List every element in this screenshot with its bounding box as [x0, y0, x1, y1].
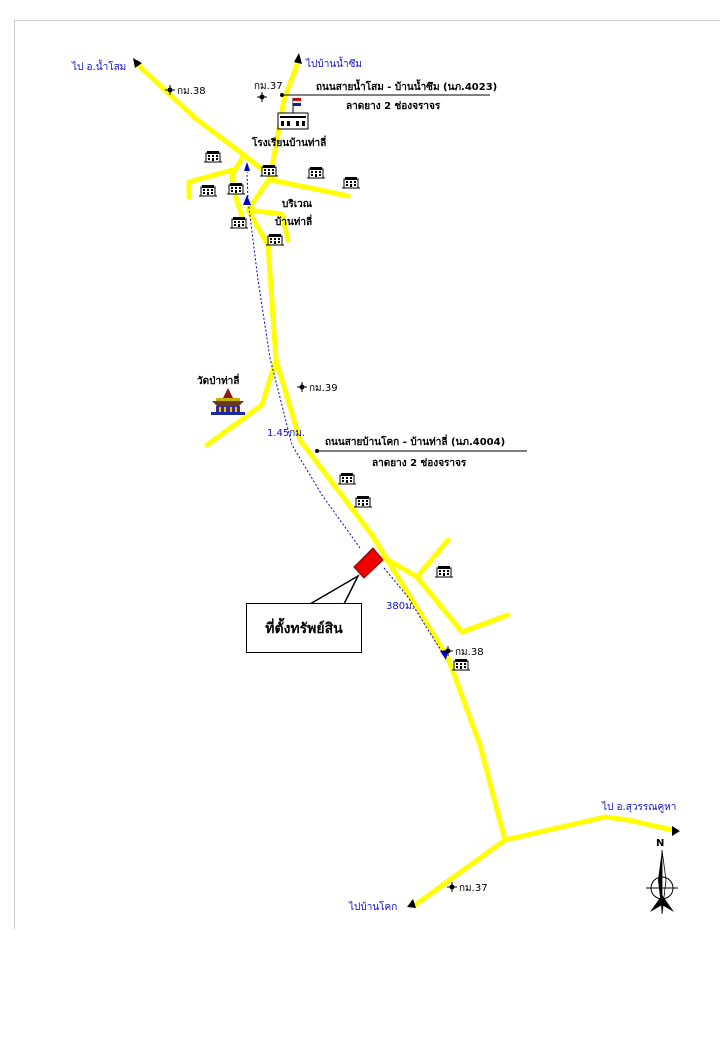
- km37-bottom-label: กม.37: [459, 883, 488, 894]
- arrow-to-namsuem-icon: [294, 53, 302, 64]
- dest-namsuem-label: ไปบ้านน้ำซึม: [305, 56, 362, 70]
- house-icon: [434, 565, 454, 578]
- map-frame: [14, 20, 720, 929]
- property-callout-pointer: [307, 574, 360, 605]
- dest-suwannakhuha-label: ไป อ.สุวรรณคูหา: [601, 801, 676, 813]
- road-temple: [204, 357, 279, 448]
- arrow-to-namsom-icon: [133, 58, 142, 68]
- house-icon: [226, 182, 246, 195]
- km-marker-icon: [256, 91, 268, 103]
- arrow-to-bankhok-icon: [407, 899, 416, 908]
- route-to-km38: [383, 567, 445, 656]
- house-icon: [265, 233, 285, 246]
- road-north-name: ถนนสายน้ำโสม - บ้านน้ำซึม (นภ.4023): [316, 79, 497, 93]
- school-icon: [277, 98, 309, 130]
- km39-label: กม.39: [309, 383, 338, 394]
- road-main-name: ถนนสายบ้านโคก - บ้านท่าลี่ (นภ.4004): [325, 434, 505, 448]
- road-east-branch: [380, 554, 511, 635]
- house-icon: [451, 658, 471, 671]
- property-location-label: ที่ตั้งทรัพย์สิน: [246, 603, 362, 653]
- km37-top-label: กม.37: [254, 81, 283, 92]
- house-icon: [306, 166, 326, 179]
- village-label-line1: บริเวณ: [282, 198, 313, 210]
- km38-top-label: กม.38: [177, 86, 206, 97]
- road-village-south: [245, 207, 291, 243]
- road-north-surface: ลาดยาง 2 ช่องจราจร: [346, 100, 441, 112]
- route-to-village: [246, 171, 361, 549]
- house-icon: [259, 164, 279, 177]
- compass-north-label: N: [656, 838, 664, 849]
- distance-to-village: 1.45กม.: [267, 428, 305, 439]
- dest-bankhok-label: ไปบ้านโคก: [348, 900, 397, 913]
- village-label-line2: บ้านท่าลี่: [275, 214, 312, 228]
- house-icon: [198, 184, 218, 197]
- road-network: [133, 59, 675, 908]
- temple-label: วัดป่าท่าลี่: [197, 373, 239, 387]
- property-marker[interactable]: [353, 547, 384, 579]
- arrow-to-suwannakhuha-icon: [672, 826, 680, 836]
- house-icon: [203, 150, 223, 163]
- compass-icon: [646, 849, 678, 915]
- temple-icon: [211, 388, 245, 415]
- dest-namsom-label: ไป อ.น้ำโสม: [71, 59, 126, 73]
- school-label: โรงเรียนบ้านท่าลี่: [251, 135, 326, 149]
- road-east-branch-2: [414, 537, 451, 580]
- route-arrow-tail: [243, 195, 251, 205]
- distance-to-km38: 380ม.: [386, 601, 415, 612]
- route-arrow-north: [244, 162, 250, 171]
- house-icon: [341, 176, 361, 189]
- road-village-east: [268, 177, 351, 199]
- house-icon: [229, 216, 249, 229]
- km-marker-icon: [296, 381, 308, 393]
- road-to-suwannakhuha: [502, 814, 675, 843]
- house-icon: [353, 495, 373, 508]
- road-main: [245, 59, 508, 908]
- house-icon: [337, 472, 357, 485]
- km38-mid-label: กม.38: [455, 647, 484, 658]
- road-west-spur: [186, 167, 235, 200]
- road-main-surface: ลาดยาง 2 ช่องจราจร: [372, 457, 467, 469]
